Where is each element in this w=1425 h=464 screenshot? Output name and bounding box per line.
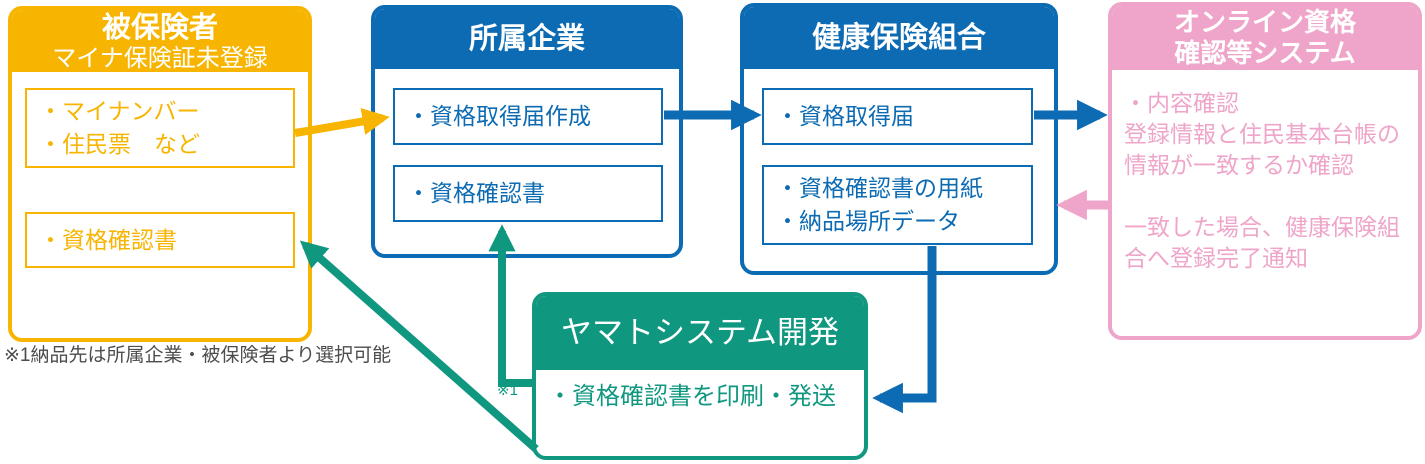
company-acquisition-item: ・資格取得届作成 xyxy=(393,88,663,145)
company-box: 所属企業 ・資格取得届作成 ・資格確認書 xyxy=(371,5,683,258)
online-system-title-line2: 確認等システム xyxy=(1174,38,1356,68)
insured-item-line: ・資格確認書 xyxy=(39,226,177,253)
insured-item-line: ・マイナンバー xyxy=(39,98,200,124)
company-item-line: ・資格取得届作成 xyxy=(407,103,591,129)
online-system-body: ・内容確認 登録情報と住民基本台帳の 情報が一致するか確認 一致した場合、健康保… xyxy=(1124,88,1412,274)
yamato-box: ヤマトシステム開発 ・資格確認書を印刷・発送 xyxy=(532,292,868,460)
yamato-title: ヤマトシステム開発 xyxy=(560,315,840,350)
footnote-delivery: ※1納品先は所属企業・被保険者より選択可能 xyxy=(4,345,392,366)
online-result-text: 合へ登録完了通知 xyxy=(1124,245,1308,271)
company-header: 所属企業 xyxy=(375,9,679,69)
kenpo-title: 健康保険組合 xyxy=(811,22,986,54)
kenpo-paper-item: ・資格確認書の用紙 ・納品場所データ xyxy=(762,165,1033,245)
online-check-bullet: ・内容確認 xyxy=(1124,90,1239,116)
online-check-text: 情報が一致するか確認 xyxy=(1124,152,1354,178)
kenpo-header: 健康保険組合 xyxy=(744,7,1054,69)
yamato-print-item: ・資格確認書を印刷・発送 xyxy=(548,383,836,410)
insured-box: 被保険者 マイナ保険証未登録 ・マイナンバー ・住民票 など ・資格確認書 xyxy=(8,6,312,342)
online-system-box: オンライン資格 確認等システム ・内容確認 登録情報と住民基本台帳の 情報が一致… xyxy=(1108,2,1422,340)
kenpo-item-line: ・納品場所データ xyxy=(776,208,960,234)
insured-title: 被保険者 xyxy=(101,11,218,44)
insured-item-line: ・住民票 など xyxy=(39,131,200,157)
kenpo-box: 健康保険組合 ・資格取得届 ・資格確認書の用紙 ・納品場所データ xyxy=(740,3,1058,275)
kenpo-item-line: ・資格取得届 xyxy=(776,103,914,129)
company-item-line: ・資格確認書 xyxy=(407,180,545,206)
online-result-text: 一致した場合、健康保険組 xyxy=(1124,214,1400,240)
online-system-header: オンライン資格 確認等システム xyxy=(1112,6,1418,70)
insured-certificate-item: ・資格確認書 xyxy=(25,212,295,268)
insured-subtitle: マイナ保険証未登録 xyxy=(52,44,268,72)
yamato-header: ヤマトシステム開発 xyxy=(536,296,864,370)
footnote-ref-1: ※1 xyxy=(497,382,518,399)
insured-header: 被保険者 マイナ保険証未登録 xyxy=(12,10,308,72)
kenpo-acquisition-item: ・資格取得届 xyxy=(762,88,1033,145)
kenpo-item-line: ・資格確認書の用紙 xyxy=(776,175,983,201)
online-system-title-line1: オンライン資格 xyxy=(1173,7,1356,37)
company-certificate-item: ・資格確認書 xyxy=(393,165,663,222)
online-check-text: 登録情報と住民基本台帳の xyxy=(1124,121,1400,147)
insured-documents-item: ・マイナンバー ・住民票 など xyxy=(25,88,295,168)
company-title: 所属企業 xyxy=(468,23,585,55)
online-blank-line xyxy=(1124,181,1412,212)
